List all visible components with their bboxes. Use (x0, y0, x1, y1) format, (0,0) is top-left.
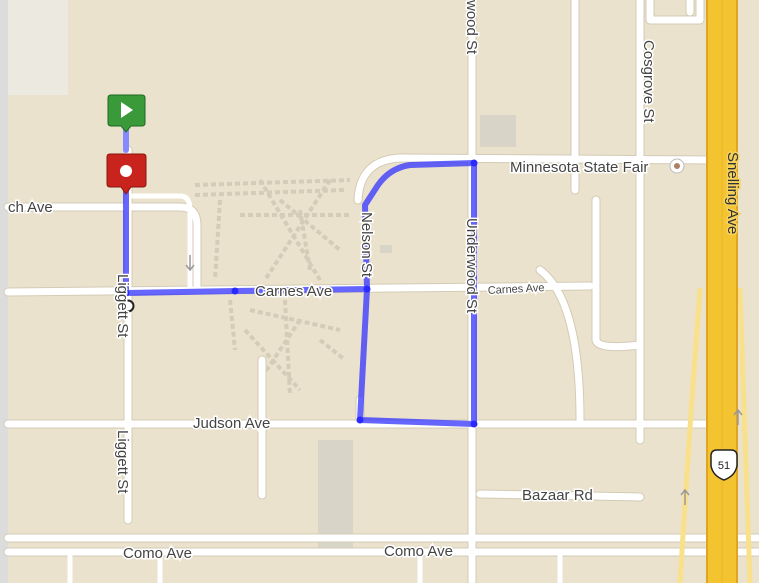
poi-label: Minnesota State Fair (510, 159, 648, 176)
play-icon (121, 102, 133, 118)
street-label-nelson-st: Nelson St (358, 212, 375, 278)
svg-text:51: 51 (718, 460, 730, 472)
route-vertices (122, 159, 478, 428)
street-label-como-ave: Como Ave (123, 545, 192, 562)
stop-icon (120, 165, 132, 177)
street-label-branch-ave: ch Ave (8, 199, 53, 216)
street-label-bazaar-rd: Bazaar Rd (522, 487, 593, 504)
building-block (318, 440, 353, 550)
street-label-liggett-st: Liggett St (114, 274, 131, 338)
street-label-underwood-st: Underwood St (463, 218, 480, 314)
highway-51-shield: 51 (710, 449, 738, 481)
road-network (3, 0, 759, 583)
route-path (123, 160, 477, 427)
fairground-paths (194, 178, 351, 396)
start-marker[interactable] (107, 94, 146, 133)
poi-minnesota-state-fair[interactable]: Minnesota State Fair (509, 158, 685, 178)
end-marker[interactable] (106, 153, 147, 195)
building-block (380, 245, 392, 253)
poi-icon-dot (674, 163, 680, 169)
building-block (480, 115, 516, 147)
map-light-area (8, 0, 68, 95)
street-label-judson-ave: Judson Ave (193, 415, 270, 432)
street-label-underwood-st-top: wood St (463, 0, 480, 55)
street-label-como-ave-2: Como Ave (384, 543, 453, 560)
one-way-arrows (185, 255, 743, 505)
street-label-carnes-ave-small: Carnes Ave (488, 282, 545, 297)
waypoint-circle[interactable] (121, 299, 135, 313)
street-label-snelling-ave: Snelling Ave (724, 152, 741, 234)
street-label-carnes-ave: Carnes Ave (255, 283, 332, 300)
street-label-liggett-st-lower: Liggett St (114, 430, 131, 494)
street-label-cosgrove-st: Cosgrove St (640, 40, 657, 123)
